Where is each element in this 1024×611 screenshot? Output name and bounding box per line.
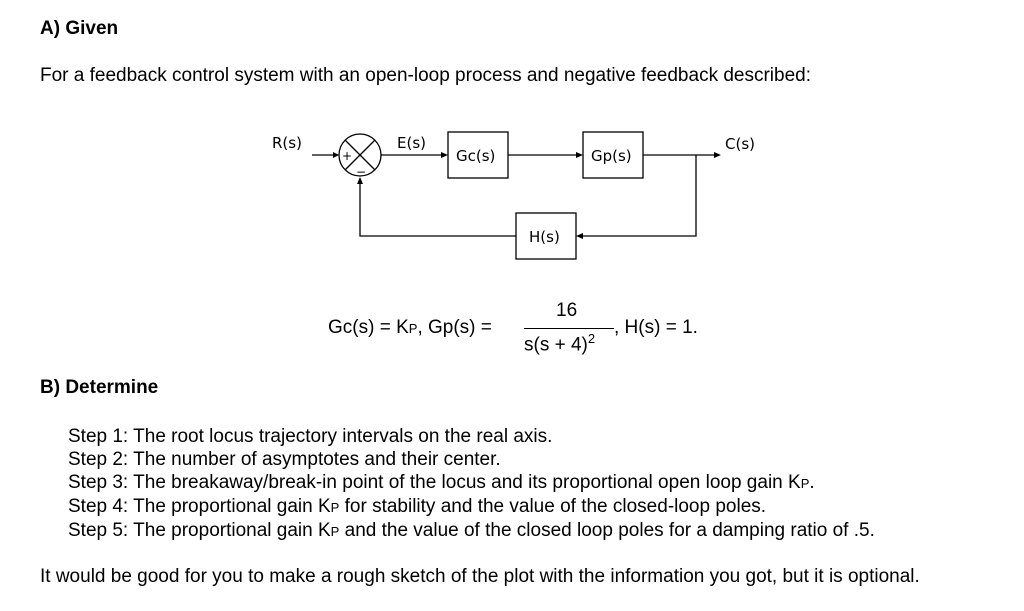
closing-note: It would be good for you to make a rough…	[40, 566, 920, 587]
fraction-bar	[524, 328, 614, 329]
step-1: Step 1: The root locus trajectory interv…	[68, 426, 553, 447]
denominator-text: s(s + 4)	[524, 334, 588, 356]
denominator-exponent: 2	[587, 331, 596, 346]
arrow-into-junction-bottom	[357, 177, 363, 184]
step-4: Step 4: The proportional gain KP for sta…	[68, 496, 767, 517]
gp-equation: , Gp(s) =	[417, 317, 492, 338]
arrow-into-gp	[576, 152, 583, 158]
output-label: C(s)	[725, 135, 755, 153]
step-5: Step 5: The proportional gain KP and the…	[68, 520, 875, 541]
step-3: Step 3: The breakaway/break-in point of …	[68, 472, 815, 493]
steps-list: Step 1: The root locus trajectory interv…	[68, 425, 875, 543]
gc-subscript: P	[408, 321, 418, 336]
feedback-path-right	[578, 155, 697, 237]
arrow-output	[714, 152, 721, 158]
feedback-label: H(s)	[529, 228, 560, 246]
junction-cross-2	[344, 139, 376, 171]
gc-equation: Gc(s) = K	[328, 317, 409, 338]
fraction-numerator: 16	[556, 300, 578, 321]
arrow-into-h	[576, 233, 583, 239]
minus-sign: −	[356, 165, 366, 179]
plus-sign: +	[342, 149, 352, 163]
section-a-heading: A) Given	[40, 18, 119, 39]
controller-label: Gc(s)	[456, 147, 495, 165]
h-equation: , H(s) = 1.	[614, 317, 698, 338]
feedback-path-left	[359, 179, 516, 237]
arrow-into-gc	[441, 152, 448, 158]
input-label: R(s)	[272, 134, 302, 152]
intro-text: For a feedback control system with an op…	[40, 65, 812, 86]
error-label: E(s)	[397, 134, 426, 152]
equation: Gc(s) = KP, Gp(s) =	[328, 317, 492, 339]
process-label: Gp(s)	[591, 147, 632, 165]
fraction-denominator: s(s + 4)2	[524, 331, 595, 356]
section-b-heading: B) Determine	[40, 377, 159, 398]
block-diagram: R(s) E(s) C(s) Gc(s) Gp(s) H(s) + −	[272, 131, 755, 260]
arrow-into-junction	[333, 152, 339, 158]
step-2: Step 2: The number of asymptotes and the…	[68, 449, 501, 470]
